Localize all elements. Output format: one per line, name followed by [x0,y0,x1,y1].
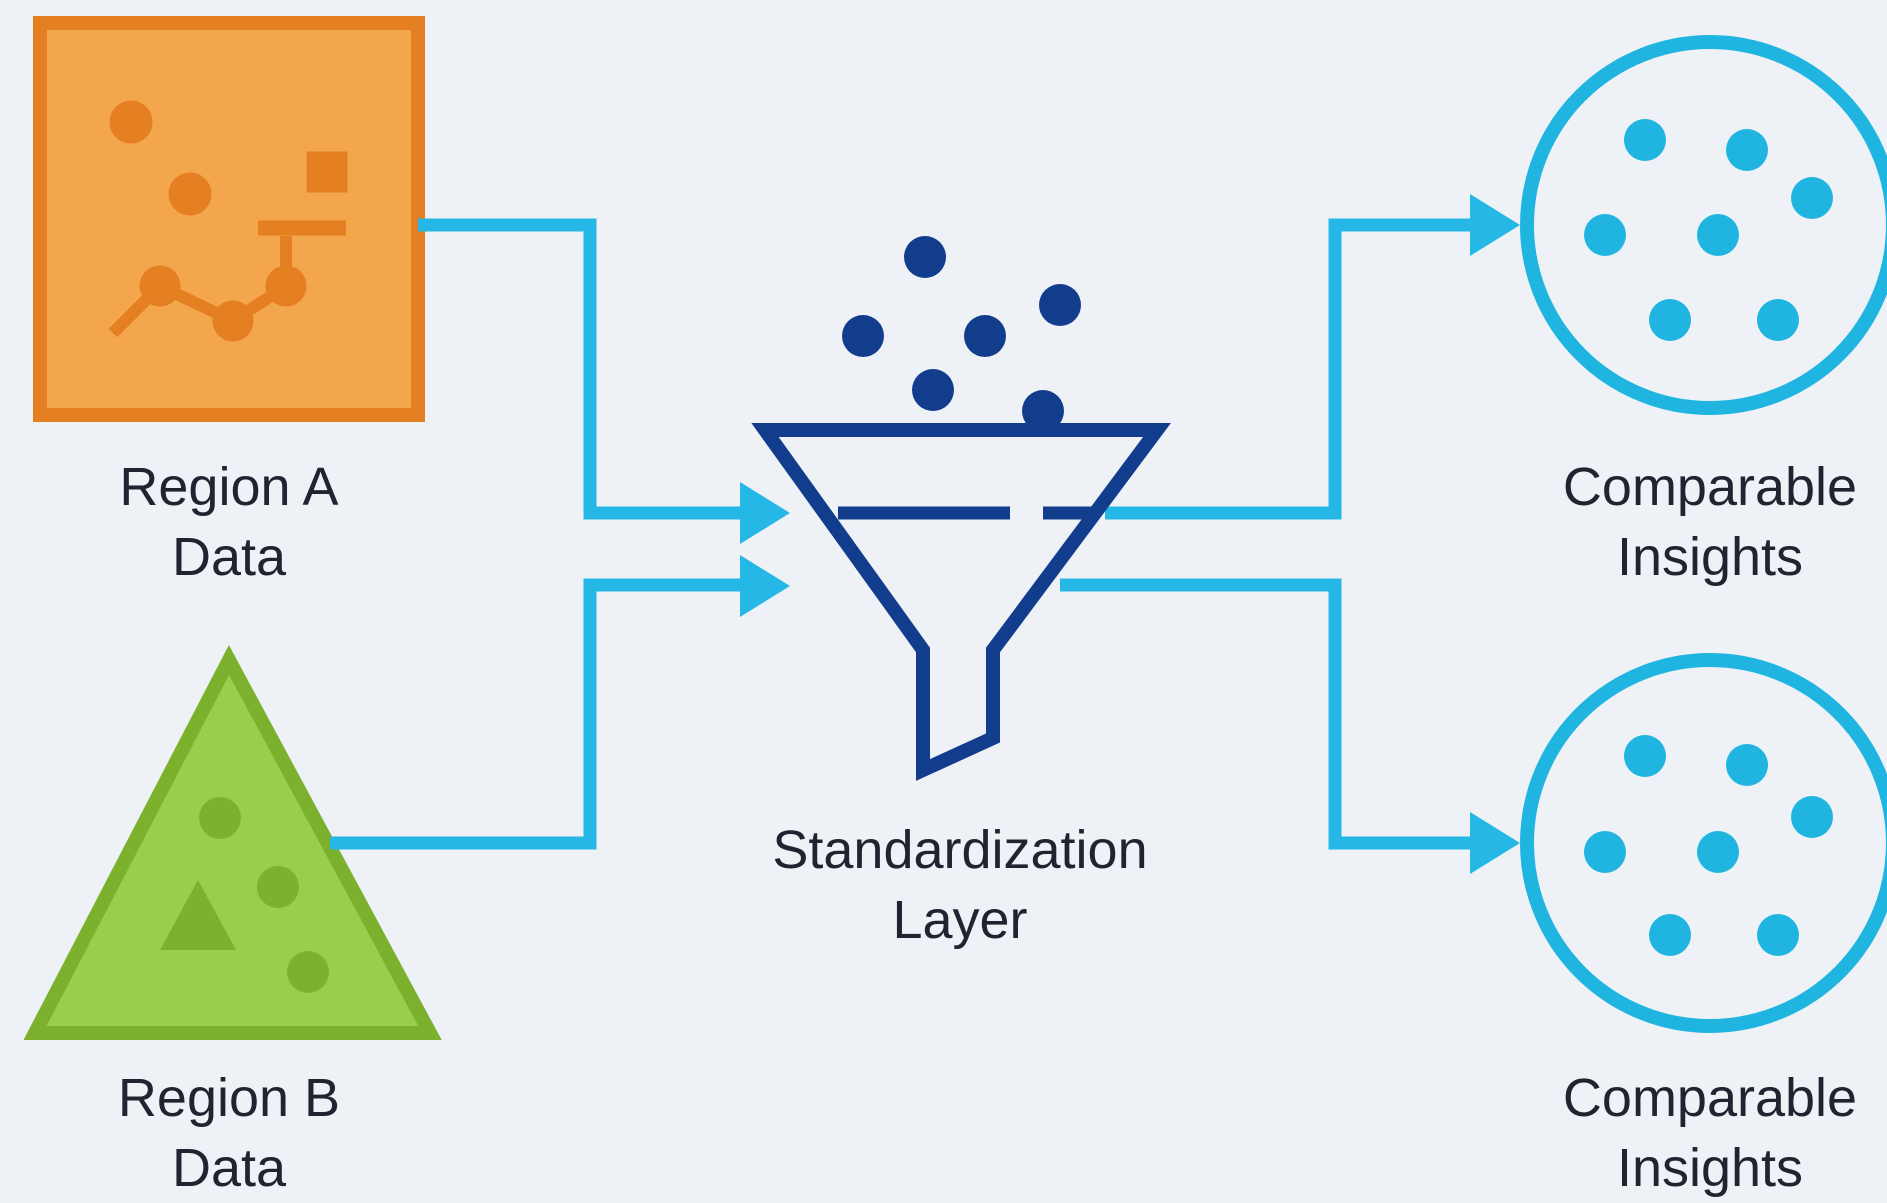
connector-funnel-to-insights-top [1105,218,1480,520]
region-b-subtitle: Data [171,1138,287,1198]
insights-bottom-node [1520,653,1887,1033]
insights-bottom-label: Comparable Insights [1520,1063,1887,1203]
region-b-chart-icon [160,797,329,993]
insights-top-node [1520,35,1887,415]
insights-dots [1584,735,1833,956]
connector-region-b-to-funnel [330,578,750,850]
insights-bottom-title: Comparable [1562,1068,1858,1128]
arrowhead-icon [740,555,790,617]
region-a-subtitle: Data [171,527,287,587]
standardization-label: Standardization Layer [735,815,1185,955]
arrowhead-icon [1470,194,1520,256]
region-a-title: Region A [119,457,339,517]
connector-region-a-to-funnel [418,218,750,520]
region-a-node [33,16,425,422]
insights-top-label: Comparable Insights [1520,452,1887,592]
insights-top-subtitle: Insights [1616,527,1804,587]
standardization-title: Standardization [772,820,1148,880]
arrowheads [740,194,1520,874]
insights-bottom-subtitle: Insights [1616,1138,1804,1198]
region-a-chart-icon [108,100,348,342]
connector-funnel-to-insights-bottom [1060,578,1480,850]
insights-top-title: Comparable [1562,457,1858,517]
region-b-node [23,645,442,1040]
arrowhead-icon [740,482,790,544]
standardization-subtitle: Layer [892,890,1028,950]
arrowhead-icon [1470,812,1520,874]
insights-dots [1584,119,1833,341]
connector-lines [330,218,1480,850]
funnel-icon [751,423,1171,781]
input-dots [842,236,1081,432]
region-b-label: Region B Data [40,1063,418,1203]
region-a-label: Region A Data [40,452,418,592]
standardization-node [751,236,1171,781]
region-b-title: Region B [117,1068,341,1128]
